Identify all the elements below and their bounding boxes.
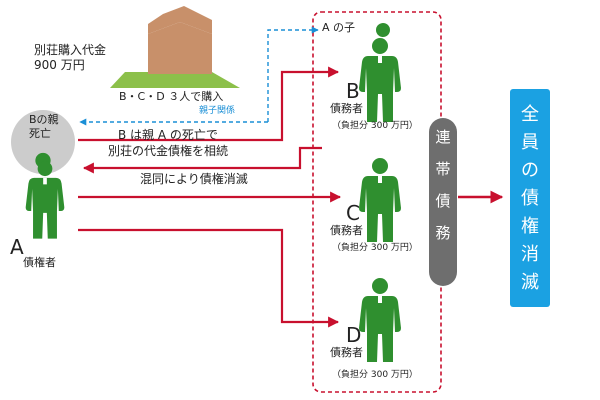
house-body xyxy=(148,22,212,74)
person-icon-a xyxy=(25,161,65,239)
lawn-shape xyxy=(110,72,240,88)
debtor-c-role: 債務者 xyxy=(330,224,363,237)
deceased-label-line1: Bの親 xyxy=(29,113,59,126)
villa-illustration xyxy=(110,6,240,88)
person-icon-c xyxy=(359,158,401,242)
result-char-1: 全 xyxy=(521,104,539,125)
result-char-3: の xyxy=(521,160,539,181)
joint-debt-char-3: 債 xyxy=(435,192,451,210)
result-label: 全 員 の 債 権 消 滅 xyxy=(510,100,550,296)
result-char-5: 権 xyxy=(521,216,539,237)
result-char-4: 債 xyxy=(521,188,539,209)
debtor-c-letter: C xyxy=(346,201,360,225)
debtor-b-share: （負担分 300 万円） xyxy=(332,121,418,131)
joint-debt-char-4: 務 xyxy=(435,224,451,242)
a-child-label: A の子 xyxy=(322,21,356,34)
deceased-parent-circle xyxy=(11,110,75,174)
inheritance-text-line1: B は親 A の死亡で xyxy=(118,128,218,142)
child-head-icon xyxy=(376,23,390,37)
parent-child-dashed-line xyxy=(267,26,319,122)
joint-debt-char-1: 連 xyxy=(435,128,451,146)
debtor-b-role: 債務者 xyxy=(330,102,363,115)
parent-child-label: 親子関係 xyxy=(199,106,236,116)
villa-price-caption-line1: 別荘購入代金 xyxy=(34,43,107,57)
debtor-b-letter: B xyxy=(346,79,360,103)
confusion-text: 混同により債権消滅 xyxy=(140,172,248,186)
debtor-d-role: 債務者 xyxy=(330,346,363,359)
joint-debt-char-2: 帯 xyxy=(435,160,451,178)
debtor-d-share: （負担分 300 万円） xyxy=(332,370,418,380)
house-roof xyxy=(148,6,212,34)
villa-price-caption-line2: 900 万円 xyxy=(34,58,85,72)
joint-debt-group-box xyxy=(312,11,442,393)
person-a-letter: A xyxy=(10,235,24,259)
debtor-d-letter: D xyxy=(346,323,362,347)
person-a-role: 債権者 xyxy=(23,256,56,269)
person-icon-d xyxy=(359,278,401,362)
result-box xyxy=(510,89,550,307)
arrow-a-to-d xyxy=(78,228,340,328)
purchase-note: B・C・D ３人で購入 xyxy=(119,90,224,103)
arrow-a-to-b xyxy=(78,66,340,142)
person-icon-b xyxy=(359,38,401,122)
joint-debt-box xyxy=(429,118,457,286)
result-char-7: 滅 xyxy=(521,272,539,293)
inheritance-text-line2: 別荘の代金債権を相続 xyxy=(108,144,229,158)
result-char-2: 員 xyxy=(521,132,539,153)
arrow-inheritance xyxy=(82,146,322,174)
result-char-6: 消 xyxy=(521,244,539,265)
debtor-c-share: （負担分 300 万円） xyxy=(332,243,418,253)
joint-debt-label: 連 帯 債 務 xyxy=(429,126,457,254)
deceased-label-line2: 死亡 xyxy=(29,127,51,140)
